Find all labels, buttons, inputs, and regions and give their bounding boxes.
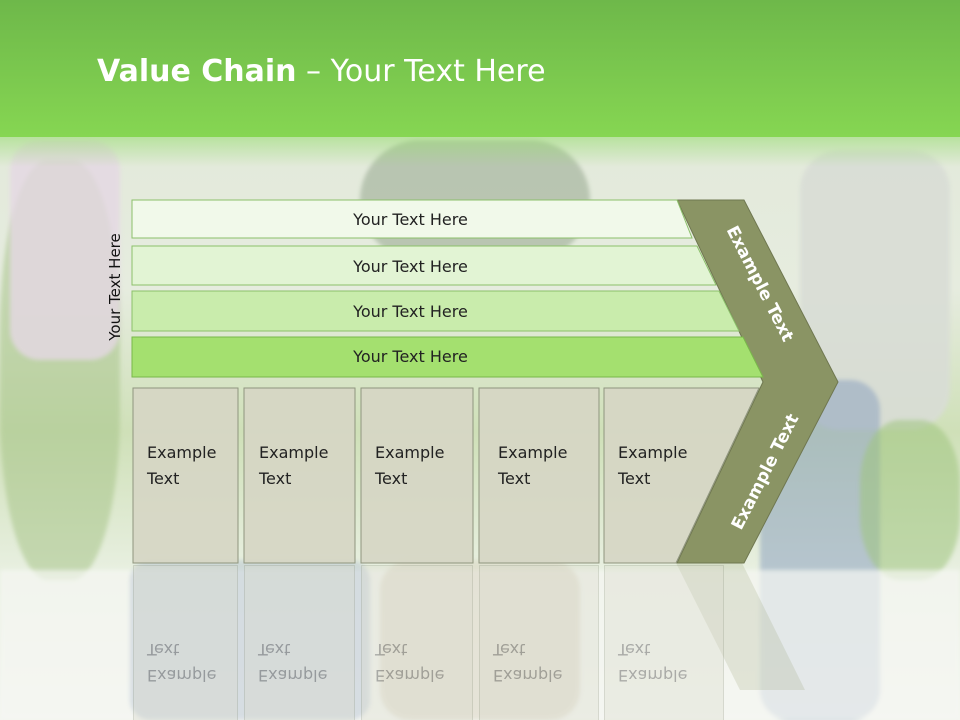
row-bar-3 [131,290,740,332]
slide-title: Value Chain – Your Text Here [97,54,546,89]
row-label-3: Your Text Here [353,301,468,321]
activity-box-4 [478,387,600,564]
row-label-2: Your Text Here [353,256,468,276]
row-label-4: Your Text Here [353,346,468,366]
chevron-reflection [676,563,805,690]
activity-box-1 [132,387,239,564]
chevron-arrow [676,199,839,564]
row-label-1: Your Text Here [353,209,468,229]
header-band [0,0,960,137]
activity-box-3 [360,387,474,564]
row-bar-1 [131,199,693,239]
activity-box-5 [603,387,760,564]
row-bar-2 [131,245,717,286]
row-bar-4 [131,336,764,378]
title-bold: Value Chain [97,54,297,89]
title-rest: – Your Text Here [296,54,546,89]
activity-box-2 [243,387,356,564]
